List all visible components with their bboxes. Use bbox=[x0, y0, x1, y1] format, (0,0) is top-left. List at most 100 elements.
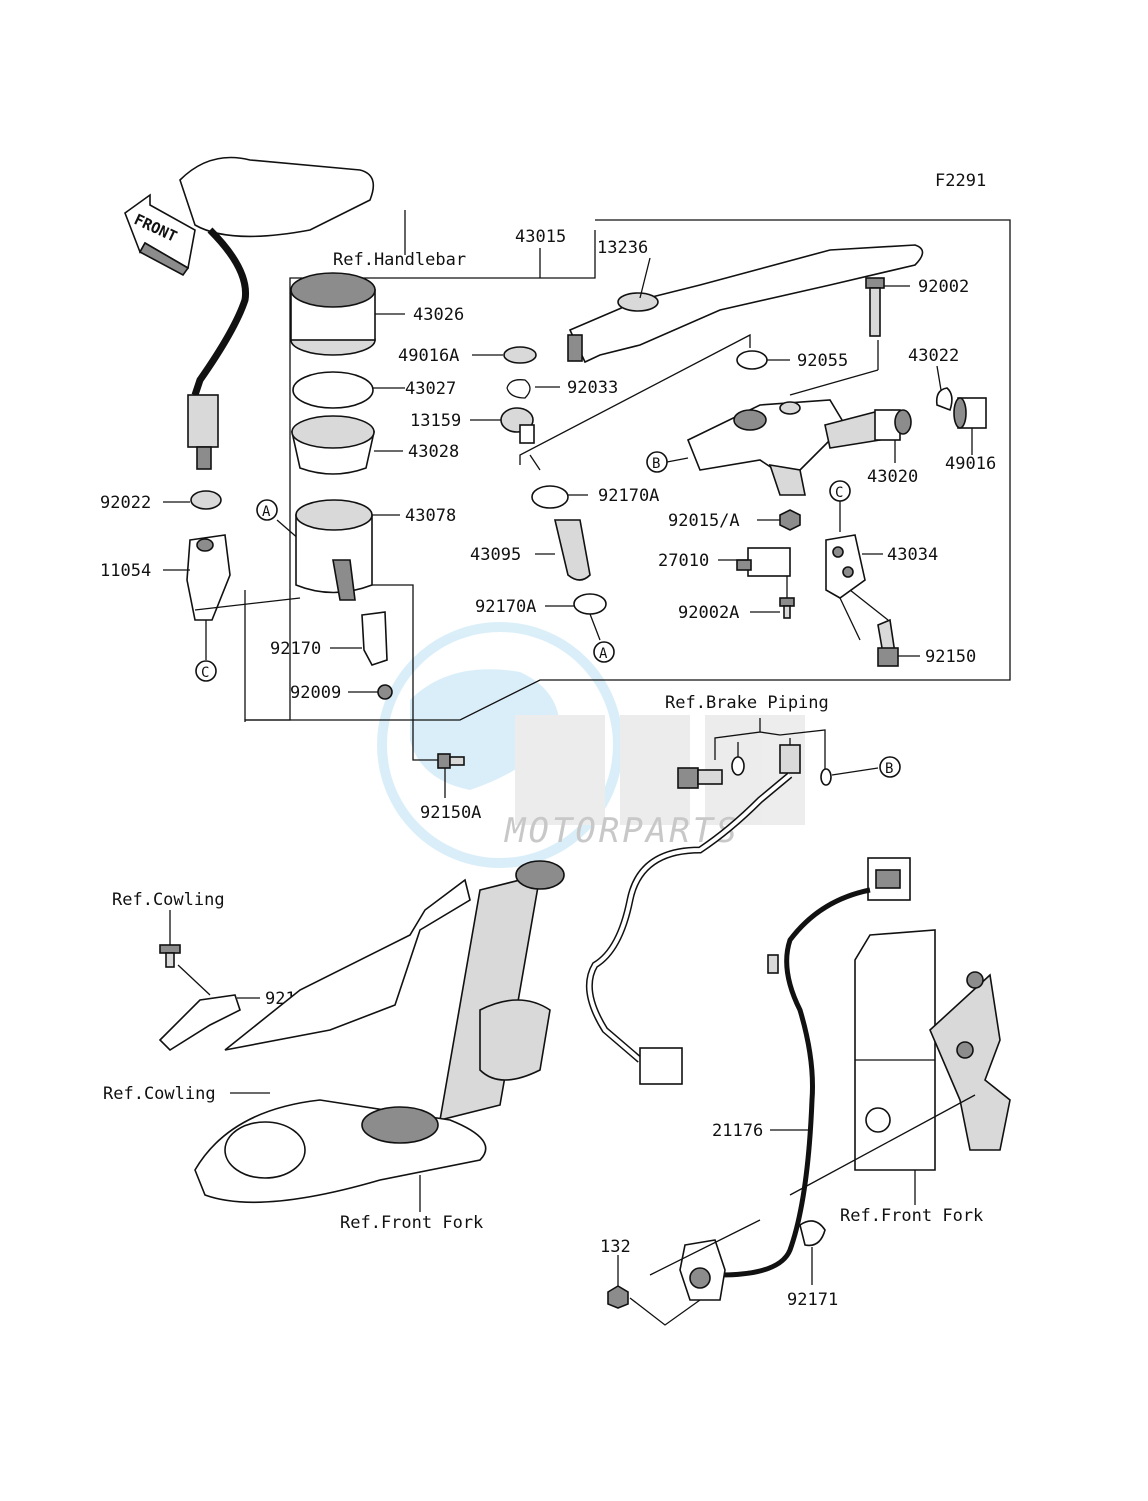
marker-a-bottom bbox=[593, 641, 615, 663]
label-92150a: 92150A bbox=[420, 803, 481, 823]
leader-body-b bbox=[529, 454, 541, 471]
front-arrow-icon bbox=[124, 193, 196, 277]
label-92170a-top: 92170A bbox=[598, 486, 659, 506]
leader-body-a bbox=[519, 333, 751, 465]
lever-part bbox=[567, 244, 924, 364]
nut-92015a bbox=[779, 509, 801, 531]
leader-13236 bbox=[639, 257, 651, 299]
leader-43022 bbox=[936, 365, 942, 391]
bolt-92150a bbox=[437, 753, 465, 769]
label-92015a: 92015/A bbox=[668, 511, 740, 531]
figure-code: F2291 bbox=[935, 171, 986, 191]
plate-43027 bbox=[292, 371, 374, 409]
sensor-wire-21176 bbox=[719, 887, 871, 1278]
bolt-92150 bbox=[877, 618, 899, 667]
marker-b-piping-label: B bbox=[885, 761, 893, 777]
leader-brake-piping-b bbox=[759, 729, 826, 770]
label-49016a: 49016A bbox=[398, 346, 459, 366]
clip-92170 bbox=[361, 611, 388, 666]
leader-clamp-bolt-a bbox=[839, 597, 861, 641]
hose-43095 bbox=[553, 519, 591, 581]
watermark-tagline: MOTORPARTS bbox=[504, 811, 740, 851]
label-92033: 92033 bbox=[567, 378, 618, 398]
boot-49016 bbox=[953, 397, 987, 429]
label-21176: 21176 bbox=[712, 1121, 763, 1141]
leader-bolt-132-sensor bbox=[629, 1297, 701, 1326]
label-92055: 92055 bbox=[797, 351, 848, 371]
leader-cowling-bolt bbox=[177, 964, 211, 996]
leader-sensor-bracket bbox=[649, 1219, 761, 1276]
label-92002: 92002 bbox=[918, 277, 969, 297]
wire-grommet bbox=[767, 954, 779, 974]
bracket-92171a bbox=[158, 994, 241, 1052]
marker-c-bottom-label: C bbox=[201, 665, 209, 681]
label-92009: 92009 bbox=[290, 683, 341, 703]
label-43027: 43027 bbox=[405, 379, 456, 399]
label-92022: 92022 bbox=[100, 493, 151, 513]
washer-92022 bbox=[190, 490, 222, 510]
label-ref-cowling-1: Ref.Cowling bbox=[112, 890, 225, 910]
marker-a-top bbox=[256, 499, 278, 521]
label-43026: 43026 bbox=[413, 305, 464, 325]
leader-clamp-bolt-b bbox=[849, 589, 889, 621]
master-cylinder-body bbox=[686, 399, 847, 496]
label-132: 132 bbox=[600, 1237, 631, 1257]
label-ref-brake-piping: Ref.Brake Piping bbox=[665, 693, 829, 713]
leader-marker-b-body bbox=[666, 457, 689, 463]
label-13159: 13159 bbox=[410, 411, 461, 431]
clamp-43034 bbox=[825, 534, 866, 599]
marker-c-top-label: C bbox=[835, 485, 843, 501]
label-92171: 92171 bbox=[787, 1290, 838, 1310]
marker-a-top-label: A bbox=[262, 504, 271, 520]
steering-stem-assembly bbox=[194, 860, 565, 1204]
front-fork-assembly bbox=[854, 929, 1011, 1171]
clip-92171 bbox=[799, 1220, 826, 1247]
reservoir-43078 bbox=[295, 499, 373, 601]
marker-a-bottom-label: A bbox=[599, 646, 608, 662]
label-ref-cowling-2: Ref.Cowling bbox=[103, 1084, 216, 1104]
banjo-fittings bbox=[677, 744, 832, 789]
marker-b-piping bbox=[879, 756, 901, 778]
label-49016: 49016 bbox=[945, 454, 996, 474]
label-43078: 43078 bbox=[405, 506, 456, 526]
leader-reservoir-bolt bbox=[372, 584, 438, 761]
label-27010: 27010 bbox=[658, 551, 709, 571]
label-92170a-bottom: 92170A bbox=[475, 597, 536, 617]
nut-92009 bbox=[377, 684, 393, 700]
label-92002a: 92002A bbox=[678, 603, 739, 623]
washer-49016a bbox=[503, 346, 537, 364]
marker-b-body-label: B bbox=[652, 456, 660, 472]
label-43015: 43015 bbox=[515, 227, 566, 247]
label-ref-front-fork-1: Ref.Front Fork bbox=[340, 1213, 483, 1233]
label-11054: 11054 bbox=[100, 561, 151, 581]
oring-92055 bbox=[736, 350, 768, 370]
leader-marker-a-bottom bbox=[589, 613, 601, 641]
label-13236: 13236 bbox=[597, 238, 648, 258]
clamp-92170a-bottom bbox=[573, 593, 607, 615]
leader-body-c bbox=[789, 369, 879, 396]
bolt-132 bbox=[607, 1285, 629, 1309]
label-ref-handlebar: Ref.Handlebar bbox=[333, 250, 466, 270]
circlip-43022 bbox=[935, 387, 953, 412]
leader-brake-piping-a bbox=[714, 718, 761, 760]
bracket-11054 bbox=[186, 534, 231, 621]
clamp-92170a-top bbox=[531, 485, 569, 509]
label-ref-front-fork-2: Ref.Front Fork bbox=[840, 1206, 983, 1226]
mirror-part bbox=[179, 156, 375, 470]
screw-92002a bbox=[779, 597, 795, 619]
snapring-92033 bbox=[506, 379, 531, 399]
switch-27010 bbox=[736, 547, 791, 577]
label-43095: 43095 bbox=[470, 545, 521, 565]
assembly-frame-right bbox=[245, 219, 1011, 721]
label-92170: 92170 bbox=[270, 639, 321, 659]
piston-43020 bbox=[824, 409, 912, 449]
leader-marker-b-piping bbox=[831, 767, 879, 776]
label-92150: 92150 bbox=[925, 647, 976, 667]
diaphragm-43028 bbox=[291, 415, 375, 475]
fitting-13159 bbox=[500, 407, 535, 444]
label-43022: 43022 bbox=[908, 346, 959, 366]
marker-c-bottom bbox=[195, 660, 217, 682]
reservoir-cap bbox=[290, 272, 376, 356]
cowling-bolt bbox=[159, 944, 181, 968]
